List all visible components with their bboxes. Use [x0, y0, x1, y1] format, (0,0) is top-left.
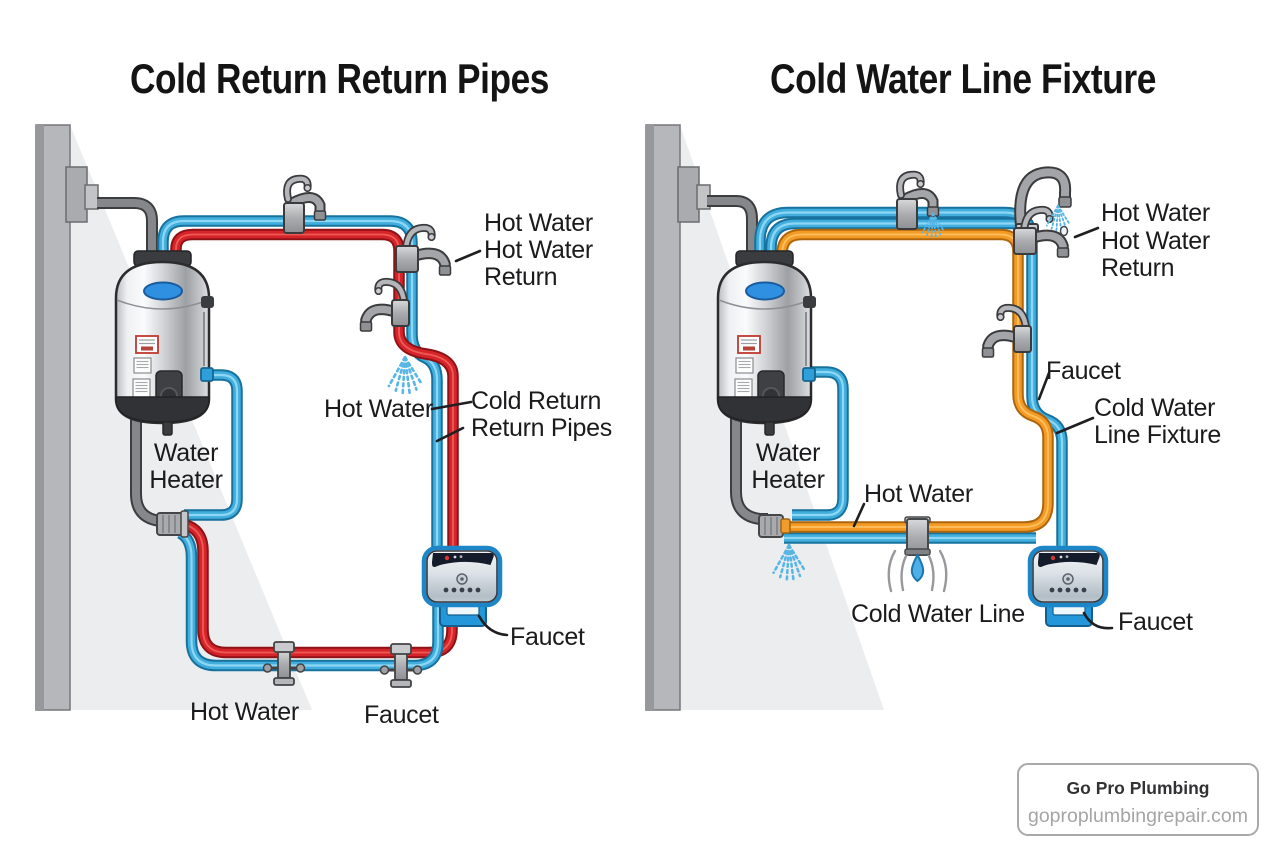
water-spray-icon — [387, 355, 424, 396]
left-panel-title: Cold Return Return Pipes — [130, 55, 549, 102]
water-heater-label-line1: Water — [756, 439, 820, 467]
water-heater-label-line2: Heater — [751, 466, 824, 494]
hot-water-return-callout-line1: Hot Water — [1101, 199, 1210, 227]
pipe-fitting-icon — [758, 514, 791, 538]
wall-bracket-icon — [677, 166, 711, 223]
cold-water-line-label: Cold Water Line — [851, 600, 1025, 628]
water-drop-icon — [887, 549, 948, 593]
hot-water-pipe-label: Hot Water — [864, 480, 973, 508]
faucet-fixture-label: Faucet — [1118, 608, 1193, 636]
company-website: goproplumbingrepair.com — [1028, 805, 1248, 827]
company-badge: Go Pro Plumbing goproplumbingrepair.com — [1017, 763, 1259, 836]
faucet-bottom-label: Faucet — [364, 701, 439, 729]
cold-water-fixture-callout-line1: Cold Water — [1094, 394, 1215, 422]
callout-pointers — [430, 249, 509, 637]
right-panel: Cold Water Line Fixture Hot Water Hot Wa… — [645, 55, 1221, 711]
faucet-icon — [396, 228, 451, 275]
wall-edge — [36, 125, 44, 710]
hot-water-return-callout-line1: Hot Water — [484, 209, 593, 237]
hot-water-label: Hot Water — [324, 395, 433, 423]
fixture-unit-icon — [1030, 548, 1106, 626]
right-panel-title: Cold Water Line Fixture — [770, 55, 1156, 102]
faucet-icon — [983, 308, 1032, 357]
hot-water-return-callout-line2: Hot Water — [484, 236, 593, 264]
faucet-fixture-label: Faucet — [510, 623, 585, 651]
water-heater-label-line2: Heater — [149, 466, 222, 494]
faucet-mid-label: Faucet — [1046, 357, 1121, 385]
company-name: Go Pro Plumbing — [1067, 778, 1210, 798]
cold-water-line-fitting — [904, 516, 931, 556]
hot-water-return-callout-line2: Hot Water — [1101, 227, 1210, 255]
water-heater-icon — [716, 249, 818, 437]
callout-pointers — [852, 226, 1114, 630]
water-heater-icon — [114, 249, 216, 437]
faucet-icon — [361, 282, 410, 331]
water-heater-label-line1: Water — [154, 439, 218, 467]
hot-water-return-callout-line3: Return — [484, 263, 557, 291]
wall-bracket-icon — [65, 166, 99, 223]
wall-edge — [646, 125, 654, 710]
hot-water-return-callout-line3: Return — [1101, 254, 1174, 282]
water-drop-icon — [1059, 225, 1069, 237]
cold-return-callout-line2: Return Pipes — [471, 414, 612, 442]
badge-frame — [1017, 763, 1259, 836]
pipe-fitting-icon — [156, 510, 189, 538]
left-panel: Cold Return Return Pipes Hot Water Hot W… — [35, 55, 612, 729]
hot-water-bottom-label: Hot Water — [190, 698, 299, 726]
cold-return-callout-line1: Cold Return — [471, 387, 601, 415]
cold-water-fixture-callout-line2: Line Fixture — [1094, 421, 1221, 449]
